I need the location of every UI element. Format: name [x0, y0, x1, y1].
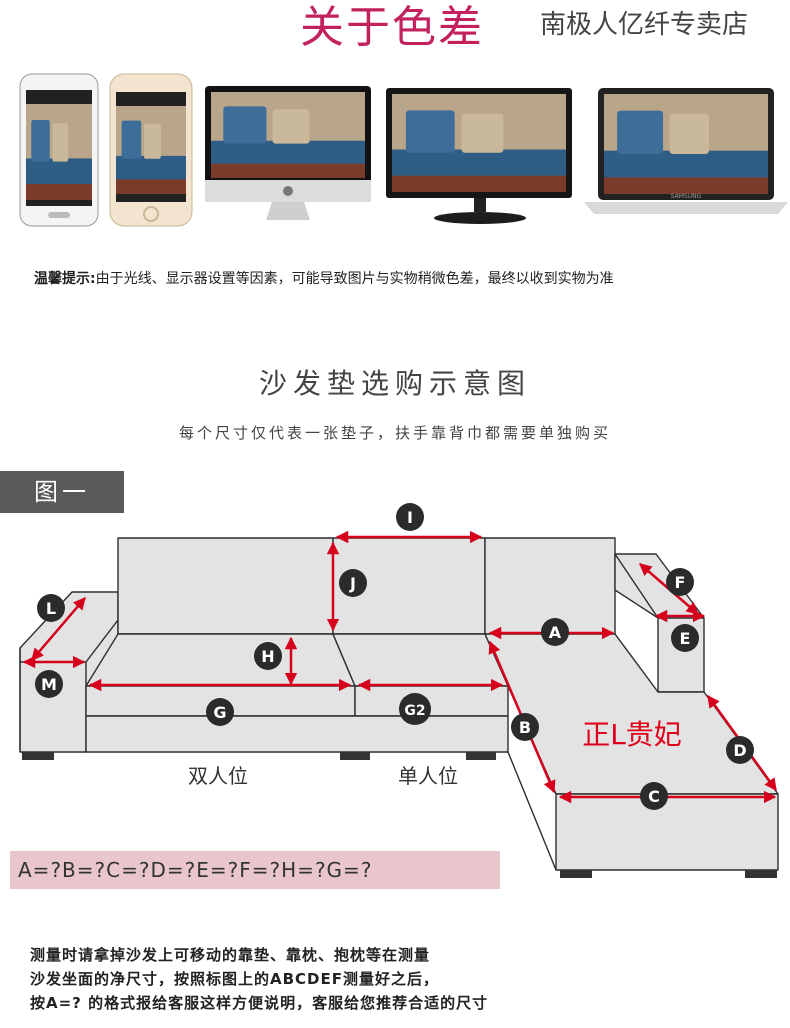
label-chaise: 正L贵妃: [582, 718, 682, 751]
marker-C: C: [640, 782, 668, 810]
svg-text:G2: G2: [404, 703, 425, 719]
marker-H: H: [254, 642, 282, 670]
svg-text:E: E: [680, 629, 691, 648]
marker-B: B: [511, 713, 539, 741]
monitor: [386, 88, 572, 224]
note-line-2: 沙发坐面的净尺寸，按照标图上的ABCDEF测量好之后，: [30, 970, 439, 988]
sofa-diagram: I J F E L M H A G G2 B D C 双人位 单人位 正L贵妃: [19, 503, 779, 878]
tip-label: 温馨提示:: [34, 271, 96, 287]
measurement-formula: A=?B=?C=?D=?E=?F=?H=?G=?: [10, 851, 500, 889]
svg-text:G: G: [213, 703, 226, 722]
label-single-seat: 单人位: [398, 764, 458, 788]
guide-subtitle: 每个尺寸仅代表一张垫子，扶手靠背巾都需要单独购买: [178, 424, 611, 442]
svg-text:F: F: [675, 573, 686, 592]
phone-iphone: [109, 73, 193, 227]
label-double-seat: 双人位: [188, 764, 248, 788]
note-line-1: 测量时请拿掉沙发上可移动的靠垫、靠枕、抱枕等在测量: [30, 946, 431, 964]
svg-text:D: D: [733, 741, 746, 760]
guide-title: 沙发垫选购示意图: [258, 367, 531, 400]
device-illustrations: SAMSUNG: [19, 73, 788, 227]
tip-text: 由于光线、显示器设置等因素，可能导致图片与实物稍微色差，最终以收到实物为准: [95, 271, 614, 287]
phone-android: [19, 73, 99, 227]
marker-F: F: [666, 568, 694, 596]
backrest-left: [117, 537, 334, 635]
laptop-brand: SAMSUNG: [671, 193, 702, 200]
sofa-base: [85, 715, 509, 753]
tip-line: 温馨提示:由于光线、显示器设置等因素，可能导致图片与实物稍微色差，最终以收到实物…: [34, 268, 614, 288]
marker-G2: G2: [399, 693, 431, 725]
svg-text:L: L: [46, 599, 56, 618]
svg-text:J: J: [349, 574, 356, 593]
seat-single: [332, 633, 509, 687]
svg-text:I: I: [407, 508, 413, 527]
laptop: SAMSUNG: [584, 88, 788, 214]
marker-G: G: [206, 698, 234, 726]
svg-text:B: B: [519, 718, 531, 737]
marker-M: M: [35, 670, 63, 698]
store-name: 南极人亿纤专卖店: [540, 10, 749, 40]
figure-label: 图一: [0, 471, 124, 513]
marker-I: I: [396, 503, 424, 531]
color-difference-title: 关于色差: [300, 2, 484, 53]
sofa-legs: [22, 752, 777, 878]
marker-J: J: [339, 569, 367, 597]
seat-double: [85, 633, 356, 687]
seat-front-single: [354, 685, 509, 717]
svg-text:M: M: [41, 675, 57, 694]
imac: [205, 86, 371, 220]
marker-L: L: [37, 594, 65, 622]
marker-A: A: [541, 618, 569, 646]
svg-text:A: A: [549, 623, 562, 642]
chaise-front: [555, 793, 779, 871]
marker-D: D: [726, 736, 754, 764]
marker-E: E: [671, 624, 699, 652]
svg-text:H: H: [261, 647, 274, 666]
svg-text:C: C: [648, 787, 660, 806]
note-line-3: 按A=? 的格式报给客服这样方便说明，客服给您推荐合适的尺寸: [30, 994, 489, 1012]
